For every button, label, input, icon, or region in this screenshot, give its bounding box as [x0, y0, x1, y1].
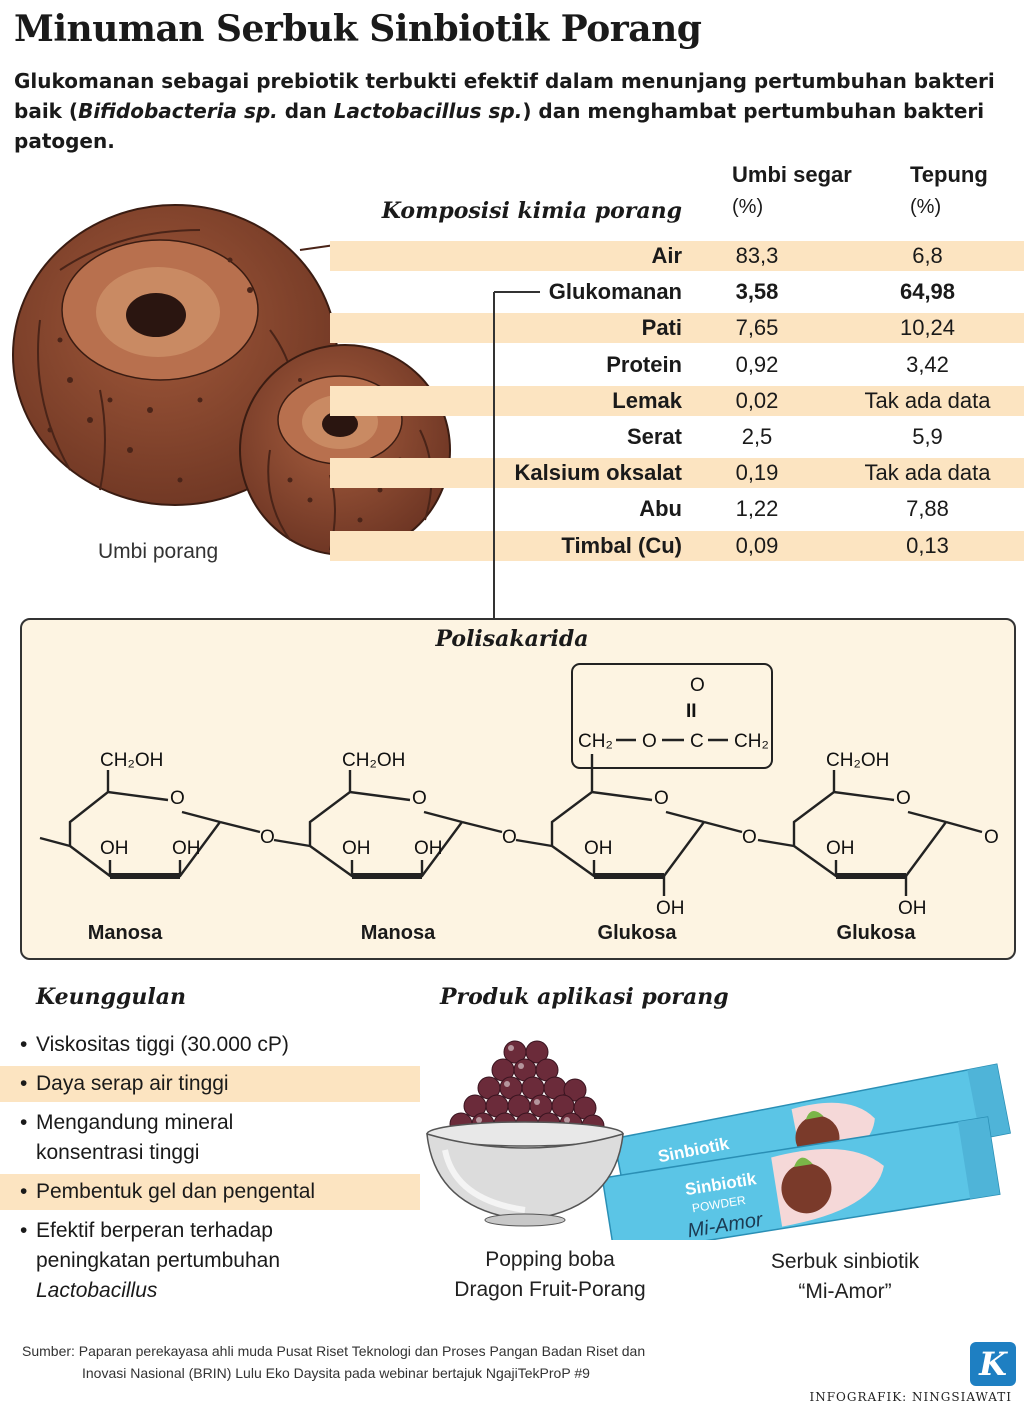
polysaccharide-title: Polisakarida — [435, 626, 589, 652]
oh-label: OH — [172, 838, 201, 859]
col-fresh-header: Umbi segar — [732, 162, 852, 187]
advantage-item: •Mengandung mineral konsentrasi tinggi — [20, 1111, 234, 1164]
ring-o-label: O — [412, 788, 427, 809]
ring-o-label: O — [654, 788, 669, 809]
oh-label: OH — [584, 838, 613, 859]
advantage-item: •Pembentuk gel dan pengental — [20, 1180, 316, 1203]
ring-o-label: O — [896, 788, 911, 809]
tuber-illustration — [12, 204, 451, 556]
composition-row-label: Pati — [641, 315, 682, 340]
acetyl-c: C — [690, 731, 704, 752]
advantage-item: •Viskositas tiggi (30.000 cP) — [20, 1033, 289, 1056]
sugar-label: Manosa — [87, 922, 163, 944]
source-text: Sumber: Paparan perekayasa ahli muda Pus… — [22, 1343, 646, 1381]
oh-label: OH — [656, 898, 685, 919]
glukosa-ring-1 — [550, 754, 743, 896]
composition-row-label: Serat — [626, 424, 682, 449]
advantage-item: •Efektif berperan terhadap peningkatan p… — [20, 1219, 281, 1302]
composition-fresh-value: 3,58 — [735, 279, 779, 304]
composition-flour-value: 3,42 — [906, 352, 949, 377]
composition-flour-value: 5,9 — [912, 424, 943, 449]
composition-row-label: Glukomanan — [548, 279, 682, 304]
row-band — [330, 386, 1024, 416]
advantage-band — [0, 1066, 420, 1102]
composition-flour-value: 7,88 — [906, 496, 949, 521]
oh-label: OH — [342, 838, 371, 859]
ch2oh-label: CH₂OH — [100, 750, 163, 771]
sugar-label: Manosa — [360, 922, 436, 944]
sugar-label: Glukosa — [597, 922, 677, 944]
ch2oh-label: CH₂OH — [342, 750, 405, 771]
tuber-label: Umbi porang — [98, 540, 219, 563]
composition-fresh-value: 2,5 — [741, 424, 773, 449]
link-o-label: O — [742, 827, 757, 848]
advantage-band — [0, 1174, 420, 1210]
boba-bowl-icon — [426, 1040, 624, 1227]
sugar-label: Glukosa — [836, 922, 916, 944]
link-o-label: O — [260, 827, 275, 848]
composition-fresh-value: 0,02 — [735, 388, 779, 413]
composition-row-label: Timbal (Cu) — [561, 533, 682, 558]
composition-fresh-value: 7,65 — [735, 315, 779, 340]
page-title: Minuman Serbuk Sinbiotik Porang — [14, 8, 702, 50]
link-o-label: O — [502, 827, 517, 848]
ch2oh-label: CH₂OH — [826, 750, 889, 771]
composition-fresh-value: 83,3 — [735, 243, 779, 268]
composition-row-label: Protein — [606, 352, 682, 377]
oh-label: OH — [414, 838, 443, 859]
col-flour-unit: (%) — [910, 196, 942, 218]
row-band — [330, 458, 1024, 488]
end-o-label: O — [984, 827, 999, 848]
composition-fresh-value: 1,22 — [735, 496, 779, 521]
composition-flour-value: 0,13 — [906, 533, 949, 558]
composition-row-label: Abu — [639, 496, 682, 521]
products-illustration: Sinbiotik POWDER Sinbiotik POWDER Mi-Amo… — [426, 1040, 1011, 1240]
col-flour-header: Tepung — [910, 162, 988, 187]
row-band — [330, 531, 1024, 561]
composition-row-label: Kalsium oksalat — [514, 460, 682, 485]
col-fresh-unit: (%) — [732, 196, 764, 218]
products-title: Produk aplikasi porang — [440, 984, 729, 1010]
credit-text: INFOGRAFIK: NINGSIAWATI — [809, 1390, 1012, 1404]
large-tuber-icon — [12, 204, 338, 506]
polysaccharide-panel — [20, 618, 1016, 960]
sachet-front-icon: Sinbiotik POWDER Mi-Amor — [601, 1116, 1001, 1240]
row-band — [330, 313, 1024, 343]
row-band — [330, 241, 1024, 271]
composition-row-label: Air — [651, 243, 682, 268]
advantages-title: Keunggulan — [36, 984, 186, 1010]
composition-title: Komposisi kimia porang — [381, 198, 682, 224]
kompas-logo: K — [970, 1342, 1016, 1386]
composition-flour-value: 64,98 — [899, 279, 956, 304]
glukosa-ring-2 — [792, 770, 983, 896]
composition-flour-value: 6,8 — [912, 243, 943, 268]
sachet-label: Serbuk sinbiotik“Mi-Amor” — [770, 1250, 920, 1303]
advantage-item: •Daya serap air tinggi — [20, 1072, 229, 1095]
acetyl-ch2-right: CH₂ — [734, 731, 769, 752]
small-tuber-icon — [239, 344, 451, 556]
ring-o-label: O — [170, 788, 185, 809]
composition-flour-value: Tak ada data — [864, 388, 991, 413]
acetyl-o-label: O — [690, 675, 705, 696]
composition-fresh-value: 0,19 — [735, 460, 779, 485]
glucomannan-connector — [493, 291, 540, 618]
oh-label: OH — [100, 838, 129, 859]
composition-fresh-value: 0,92 — [735, 352, 779, 377]
composition-fresh-value: 0,09 — [735, 533, 779, 558]
acetyl-o-mid: O — [642, 731, 657, 752]
acetyl-double-bond: II — [686, 701, 697, 722]
composition-row-label: Lemak — [612, 388, 682, 413]
manosa-ring-1 — [68, 770, 261, 879]
manosa-ring-2 — [308, 770, 503, 879]
oh-label: OH — [826, 838, 855, 859]
intro-text: Glukomanan sebagai prebiotik terbukti ef… — [14, 69, 995, 153]
composition-flour-value: 10,24 — [899, 315, 956, 340]
composition-flour-value: Tak ada data — [864, 460, 991, 485]
oh-label: OH — [898, 898, 927, 919]
polysaccharide-structure: CH₂OH O OH OH O CH₂OH O OH OH O O OH OH … — [39, 663, 999, 919]
acetyl-ch2-left: CH₂ — [578, 731, 613, 752]
